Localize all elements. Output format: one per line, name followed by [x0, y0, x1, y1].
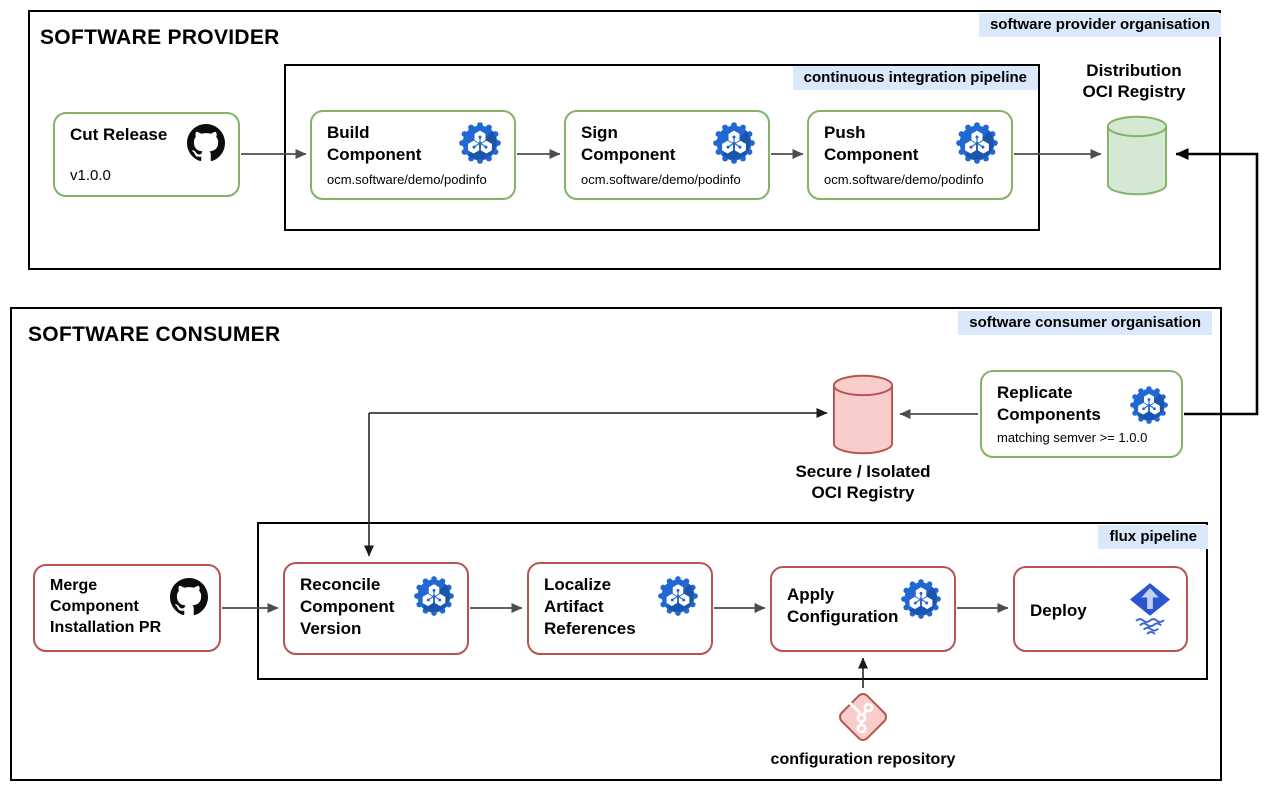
push-component-subtitle: ocm.software/demo/podinfo — [824, 172, 984, 187]
replicate-components-title: Replicate Components — [997, 383, 1101, 425]
github-icon — [187, 124, 225, 162]
cut-release-title: Cut Release — [70, 125, 168, 144]
ocm-icon — [1129, 385, 1169, 425]
merge-pr-node: Merge Component Installation PR — [33, 564, 221, 652]
merge-pr-title: Merge Component Installation PR — [50, 577, 162, 636]
cut-release-version: v1.0.0 — [70, 167, 111, 184]
localize-artifact-node: Localize Artifact References — [527, 562, 713, 655]
ocm-icon — [712, 121, 756, 165]
deploy-title: Deploy — [1030, 601, 1087, 620]
git-repository-icon — [833, 687, 893, 747]
build-component-title: Build Component — [327, 123, 422, 165]
ocm-icon — [458, 121, 502, 165]
flux-icon — [1127, 576, 1173, 644]
apply-configuration-node: Apply Configuration — [770, 566, 956, 652]
ocm-icon — [413, 575, 455, 617]
ocm-icon — [955, 121, 999, 165]
ci-pipeline-badge: continuous integration pipeline — [792, 66, 1038, 90]
secure-registry-cylinder-icon — [832, 373, 894, 456]
build-component-node: Build Component ocm.software/demo/podinf… — [310, 110, 516, 200]
ocm-icon — [657, 575, 699, 617]
replicate-components-node: Replicate Components matching semver >= … — [980, 370, 1183, 458]
flux-pipeline-container — [257, 522, 1208, 680]
ocm-icon — [900, 578, 942, 620]
localize-artifact-title: Localize Artifact References — [544, 575, 636, 639]
deploy-node: Deploy — [1013, 566, 1188, 652]
software-consumer-container — [10, 307, 1222, 781]
consumer-section-title: SOFTWARE CONSUMER — [28, 323, 281, 346]
push-component-title: Push Component — [824, 123, 919, 165]
secure-registry-label: Secure / Isolated OCI Registry — [795, 462, 931, 503]
config-repository-label: configuration repository — [770, 751, 956, 768]
cut-release-node: Cut Release v1.0.0 — [53, 112, 240, 197]
provider-org-badge: software provider organisation — [978, 13, 1221, 37]
build-component-subtitle: ocm.software/demo/podinfo — [327, 172, 487, 187]
distribution-registry-label: Distribution OCI Registry — [1082, 61, 1186, 102]
apply-configuration-title: Apply Configuration — [787, 585, 899, 627]
distribution-registry-cylinder-icon — [1106, 114, 1168, 197]
github-icon — [170, 578, 208, 616]
sign-component-node: Sign Component ocm.software/demo/podinfo — [564, 110, 770, 200]
ci-pipeline-container — [284, 64, 1040, 231]
sign-component-title: Sign Component — [581, 123, 676, 165]
replicate-components-subtitle: matching semver >= 1.0.0 — [997, 430, 1148, 445]
reconcile-component-title: Reconcile Component Version — [300, 575, 395, 639]
software-provider-container — [28, 10, 1221, 270]
push-component-node: Push Component ocm.software/demo/podinfo — [807, 110, 1013, 200]
consumer-org-badge: software consumer organisation — [958, 311, 1212, 335]
provider-section-title: SOFTWARE PROVIDER — [40, 26, 280, 49]
sign-component-subtitle: ocm.software/demo/podinfo — [581, 172, 741, 187]
reconcile-component-node: Reconcile Component Version — [283, 562, 469, 655]
flux-pipeline-badge: flux pipeline — [1098, 525, 1208, 549]
